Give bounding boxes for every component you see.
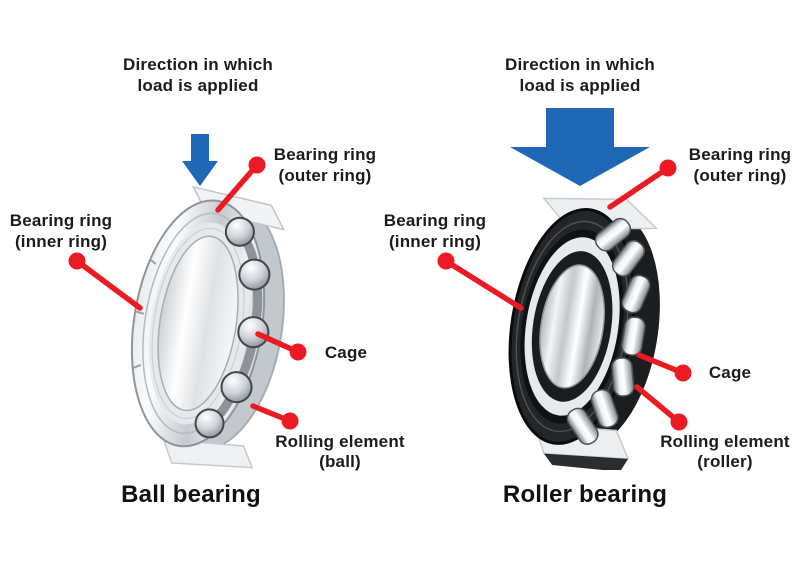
- load-direction-label-left: Direction in which load is applied: [103, 54, 293, 96]
- label-inner-ring-right: Bearing ring (inner ring): [360, 210, 510, 252]
- leader-dot: [68, 252, 86, 270]
- leader-rolling-element-right: [634, 384, 688, 431]
- roller-icon: [594, 217, 632, 252]
- label-line: (outer ring): [278, 166, 372, 185]
- ball-bearing-balls: [194, 216, 271, 439]
- leader-dot: [659, 159, 677, 177]
- load-arrow-down-icon-left: [182, 134, 218, 186]
- label-outer-ring-left: Bearing ring (outer ring): [250, 144, 400, 186]
- roller-bearing-bottom-shadow: [543, 453, 629, 470]
- label-line: load is applied: [137, 76, 259, 95]
- roller-bearing-title: Roller bearing: [502, 481, 668, 508]
- leader-outer-ring-left: [215, 156, 266, 213]
- label-outer-ring-right: Bearing ring (outer ring): [665, 144, 800, 186]
- leader-inner-ring-left: [68, 252, 143, 311]
- label-line: (inner ring): [388, 232, 482, 251]
- label-line: load is applied: [519, 76, 641, 95]
- label-line: (outer ring): [693, 166, 787, 185]
- label-line: (ball): [319, 452, 361, 471]
- label-line: Direction in which: [504, 55, 655, 74]
- ball-icon: [238, 258, 271, 291]
- label-cage-left: Cage: [324, 343, 368, 362]
- roller-icon: [566, 407, 599, 445]
- label-cage-right: Cage: [708, 363, 752, 382]
- ball-icon: [224, 216, 255, 247]
- label-line: Bearing ring: [9, 211, 113, 230]
- leader-dot: [281, 412, 299, 430]
- leader-cage-left: [255, 331, 307, 361]
- label-line: Bearing ring: [688, 145, 792, 164]
- label-line: Rolling element: [660, 432, 790, 451]
- leader-dot: [248, 156, 266, 174]
- label-inner-ring-left: Bearing ring (inner ring): [0, 210, 122, 252]
- load-arrow-down-icon-right: [510, 108, 650, 186]
- leader-rolling-element-left: [250, 403, 299, 430]
- roller-bearing-rollers: [566, 217, 651, 445]
- label-line: Rolling element: [275, 432, 405, 451]
- label-rolling-element-left: Rolling element (ball): [258, 432, 422, 472]
- roller-icon: [621, 274, 651, 314]
- roller-bearing-image: [508, 197, 660, 470]
- label-rolling-element-right: Rolling element (roller): [643, 432, 800, 472]
- label-line: Bearing ring: [273, 145, 377, 164]
- ball-bearing-title: Ball bearing: [121, 481, 261, 508]
- roller-icon: [621, 316, 646, 356]
- leader-dot: [670, 413, 688, 431]
- ball-bearing-image: [130, 185, 286, 469]
- ball-icon: [220, 371, 253, 404]
- roller-icon: [611, 240, 646, 277]
- leader-inner-ring-right: [437, 252, 524, 311]
- roller-bearing-bore: [539, 264, 605, 389]
- leader-cage-right: [636, 352, 692, 382]
- leader-outer-ring-right: [607, 159, 677, 210]
- leader-dot: [437, 252, 455, 270]
- ball-icon: [194, 408, 225, 439]
- leader-dot: [674, 364, 692, 382]
- load-direction-label-right: Direction in which load is applied: [485, 54, 675, 96]
- label-line: Direction in which: [122, 55, 273, 74]
- roller-icon: [611, 357, 635, 397]
- ball-icon: [237, 316, 270, 349]
- ball-bearing-rim-ticks: [132, 258, 157, 369]
- label-line: (roller): [697, 452, 753, 471]
- label-line: Bearing ring: [383, 211, 487, 230]
- roller-icon: [590, 389, 619, 429]
- leader-dot: [289, 343, 307, 361]
- label-line: (inner ring): [14, 232, 108, 251]
- ball-bearing-bore: [157, 235, 239, 412]
